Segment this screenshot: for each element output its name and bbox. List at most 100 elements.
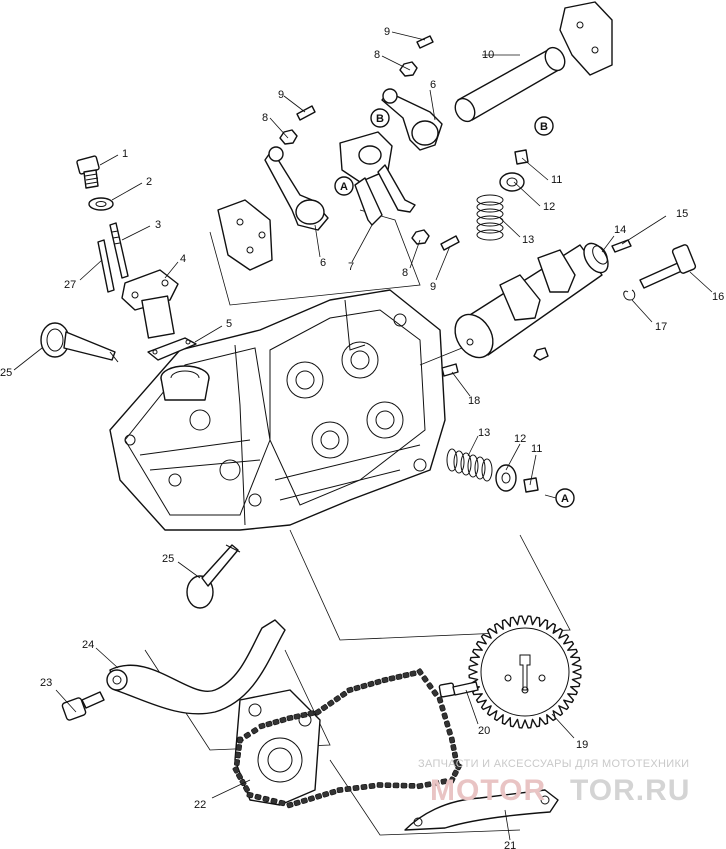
callout-15: 15 — [676, 208, 688, 220]
chain-tensioner — [121, 269, 179, 339]
svg-text:B: B — [376, 113, 384, 125]
reference-marker-b-upper: B — [370, 108, 390, 128]
chain-link — [455, 763, 463, 771]
valve-keepers-lower — [523, 477, 539, 493]
callout-13-upper: 13 — [522, 234, 534, 246]
chain-link — [392, 782, 400, 789]
camshaft — [454, 242, 609, 361]
chain-link — [232, 766, 240, 774]
chain-link — [327, 699, 335, 707]
chain-link — [416, 668, 424, 676]
chain-link — [333, 695, 341, 703]
chain-link — [243, 731, 251, 739]
rocker-arm-center — [339, 131, 416, 226]
chain-link — [286, 714, 294, 722]
chain-link — [251, 727, 259, 735]
callout-13-lower: 13 — [478, 427, 490, 439]
chain-link — [416, 782, 424, 790]
chain-link — [314, 708, 322, 716]
chain-link — [376, 782, 384, 788]
watermark-tagline: ЗАПЧАСТИ И АКСЕССУАРЫ ДЛЯ МОТОТЕХНИКИ — [418, 758, 689, 770]
chain-link — [329, 788, 337, 796]
callout-numbers: 1 2 3 4 5 6 6 7 8 8 8 9 9 9 10 11 11 12 … — [0, 26, 724, 849]
rocker-shaft — [454, 46, 566, 123]
callout-11-upper: 11 — [551, 174, 562, 186]
chain-link — [409, 670, 417, 677]
chain-guide — [404, 789, 559, 831]
svg-text:A: A — [561, 493, 569, 505]
chain-link — [381, 676, 389, 684]
chain-link — [307, 710, 315, 717]
callout-21: 21 — [504, 840, 516, 849]
chain-link — [237, 736, 243, 744]
bearing-cap-right — [559, 1, 613, 76]
chain-link — [258, 722, 266, 730]
timing-chain — [232, 668, 463, 809]
plug-bolt — [76, 155, 100, 189]
intake-valve — [40, 322, 119, 363]
callout-19: 19 — [576, 739, 588, 751]
valve-spring-upper — [476, 194, 504, 241]
callout-2: 2 — [146, 176, 152, 188]
reference-marker-a-lower: A — [555, 488, 575, 508]
chain-link — [374, 678, 382, 686]
chain-link — [322, 791, 330, 798]
bearing-cap-left — [217, 199, 273, 271]
intake-port — [160, 365, 210, 401]
chain-link — [336, 787, 344, 793]
chain-link — [270, 797, 278, 805]
valve-spring-lower — [446, 448, 493, 482]
chain-link — [388, 675, 396, 682]
chain-link — [246, 791, 254, 799]
callout-8-left: 8 — [262, 112, 268, 124]
watermark-logo-right: TOR.RU — [570, 774, 690, 807]
callout-18: 18 — [468, 395, 480, 407]
callout-8-lower: 8 — [402, 267, 408, 279]
chain-link — [300, 711, 308, 719]
callout-4: 4 — [180, 253, 186, 265]
cam-sprocket-bolt — [639, 244, 697, 289]
chain-link — [360, 784, 368, 790]
chain-link — [402, 672, 410, 679]
chain-link — [446, 728, 453, 736]
chain-link — [421, 675, 429, 683]
chain-link — [339, 690, 348, 698]
callout-12-lower: 12 — [514, 433, 526, 445]
sealing-washer — [88, 197, 114, 211]
reference-marker-a-upper: A — [334, 176, 354, 196]
chain-link — [262, 795, 270, 803]
chain-link — [450, 744, 457, 751]
adjuster-screws — [296, 35, 460, 251]
watermark: ЗАПЧАСТИ И АКСЕССУАРЫ ДЛЯ МОТОТЕХНИКИ MO… — [418, 758, 690, 807]
callout-6-upper: 6 — [430, 79, 436, 91]
chain-link — [426, 682, 434, 690]
retaining-clip — [623, 289, 636, 301]
callout-23: 23 — [40, 677, 52, 689]
chain-link — [439, 704, 446, 712]
chain-link — [243, 785, 250, 793]
chain-link — [395, 673, 403, 680]
chain-link — [320, 704, 329, 712]
chain-link — [436, 696, 444, 704]
chain-link — [352, 785, 360, 791]
sprocket-bolt — [438, 681, 479, 698]
chain-link — [300, 797, 308, 804]
chain-link — [234, 759, 240, 766]
chain-link — [431, 689, 439, 697]
callout-8-top: 8 — [374, 49, 380, 61]
chain-link — [367, 680, 375, 688]
tensioner-gasket — [147, 337, 197, 361]
pivot-bolt — [61, 691, 105, 721]
callout-5: 5 — [226, 318, 232, 330]
callout-25-upper: 25 — [0, 367, 12, 379]
callout-17: 17 — [655, 321, 667, 333]
callout-27: 27 — [64, 279, 76, 291]
rocker-arm-upper — [381, 88, 443, 151]
callout-9-lower: 9 — [430, 281, 436, 293]
chain-link — [441, 712, 448, 720]
chain-link — [384, 782, 392, 789]
callout-9-top: 9 — [384, 26, 390, 38]
callout-9-left: 9 — [278, 89, 284, 101]
chain-link — [286, 801, 294, 809]
callout-16: 16 — [712, 291, 724, 303]
